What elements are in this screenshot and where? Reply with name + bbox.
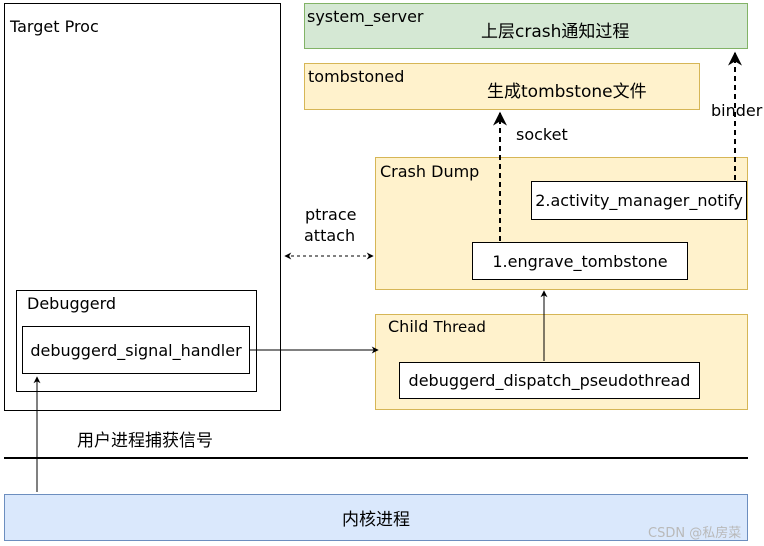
- binder-label: binder: [711, 101, 763, 120]
- ptrace-label: ptrace: [305, 205, 357, 224]
- activity-manager-notify-label: 2.activity_manager_notify: [535, 191, 743, 210]
- user-signal-label: 用户进程捕获信号: [77, 431, 213, 451]
- dispatch-pseudothread-node[interactable]: debuggerd_dispatch_pseudothread: [399, 362, 700, 399]
- debuggerd-title: Debuggerd: [27, 294, 117, 313]
- kernel-label: 内核进程: [342, 510, 410, 530]
- kernel-box[interactable]: 内核进程: [4, 494, 748, 541]
- signal-handler-label: debuggerd_signal_handler: [30, 340, 242, 360]
- child-thread-title: Child Thread: [388, 317, 486, 336]
- system-server-box[interactable]: system_server 上层crash通知过程: [304, 3, 748, 49]
- socket-label: socket: [516, 125, 568, 144]
- child-thread-title-part2: Thread: [433, 318, 486, 336]
- tombstoned-description: 生成tombstone文件: [487, 82, 647, 102]
- target-proc-title: Target Proc: [10, 17, 99, 36]
- system-server-title: system_server: [307, 7, 424, 26]
- signal-handler-node[interactable]: debuggerd_signal_handler: [22, 326, 250, 374]
- attach-label: attach: [304, 226, 356, 245]
- tombstoned-box[interactable]: tombstoned 生成tombstone文件: [304, 63, 700, 110]
- dispatch-pseudothread-label: debuggerd_dispatch_pseudothread: [408, 371, 691, 390]
- system-server-description: 上层crash通知过程: [481, 22, 630, 42]
- engrave-tombstone-label: 1.engrave_tombstone: [492, 251, 668, 271]
- child-thread-title-part1: Child: [388, 317, 429, 336]
- crash-dump-title: Crash Dump: [380, 162, 480, 181]
- watermark: CSDN @私房菜: [648, 526, 742, 541]
- engrave-tombstone-node[interactable]: 1.engrave_tombstone: [472, 242, 688, 280]
- tombstoned-title: tombstoned: [308, 67, 405, 86]
- activity-manager-notify-node[interactable]: 2.activity_manager_notify: [531, 181, 747, 220]
